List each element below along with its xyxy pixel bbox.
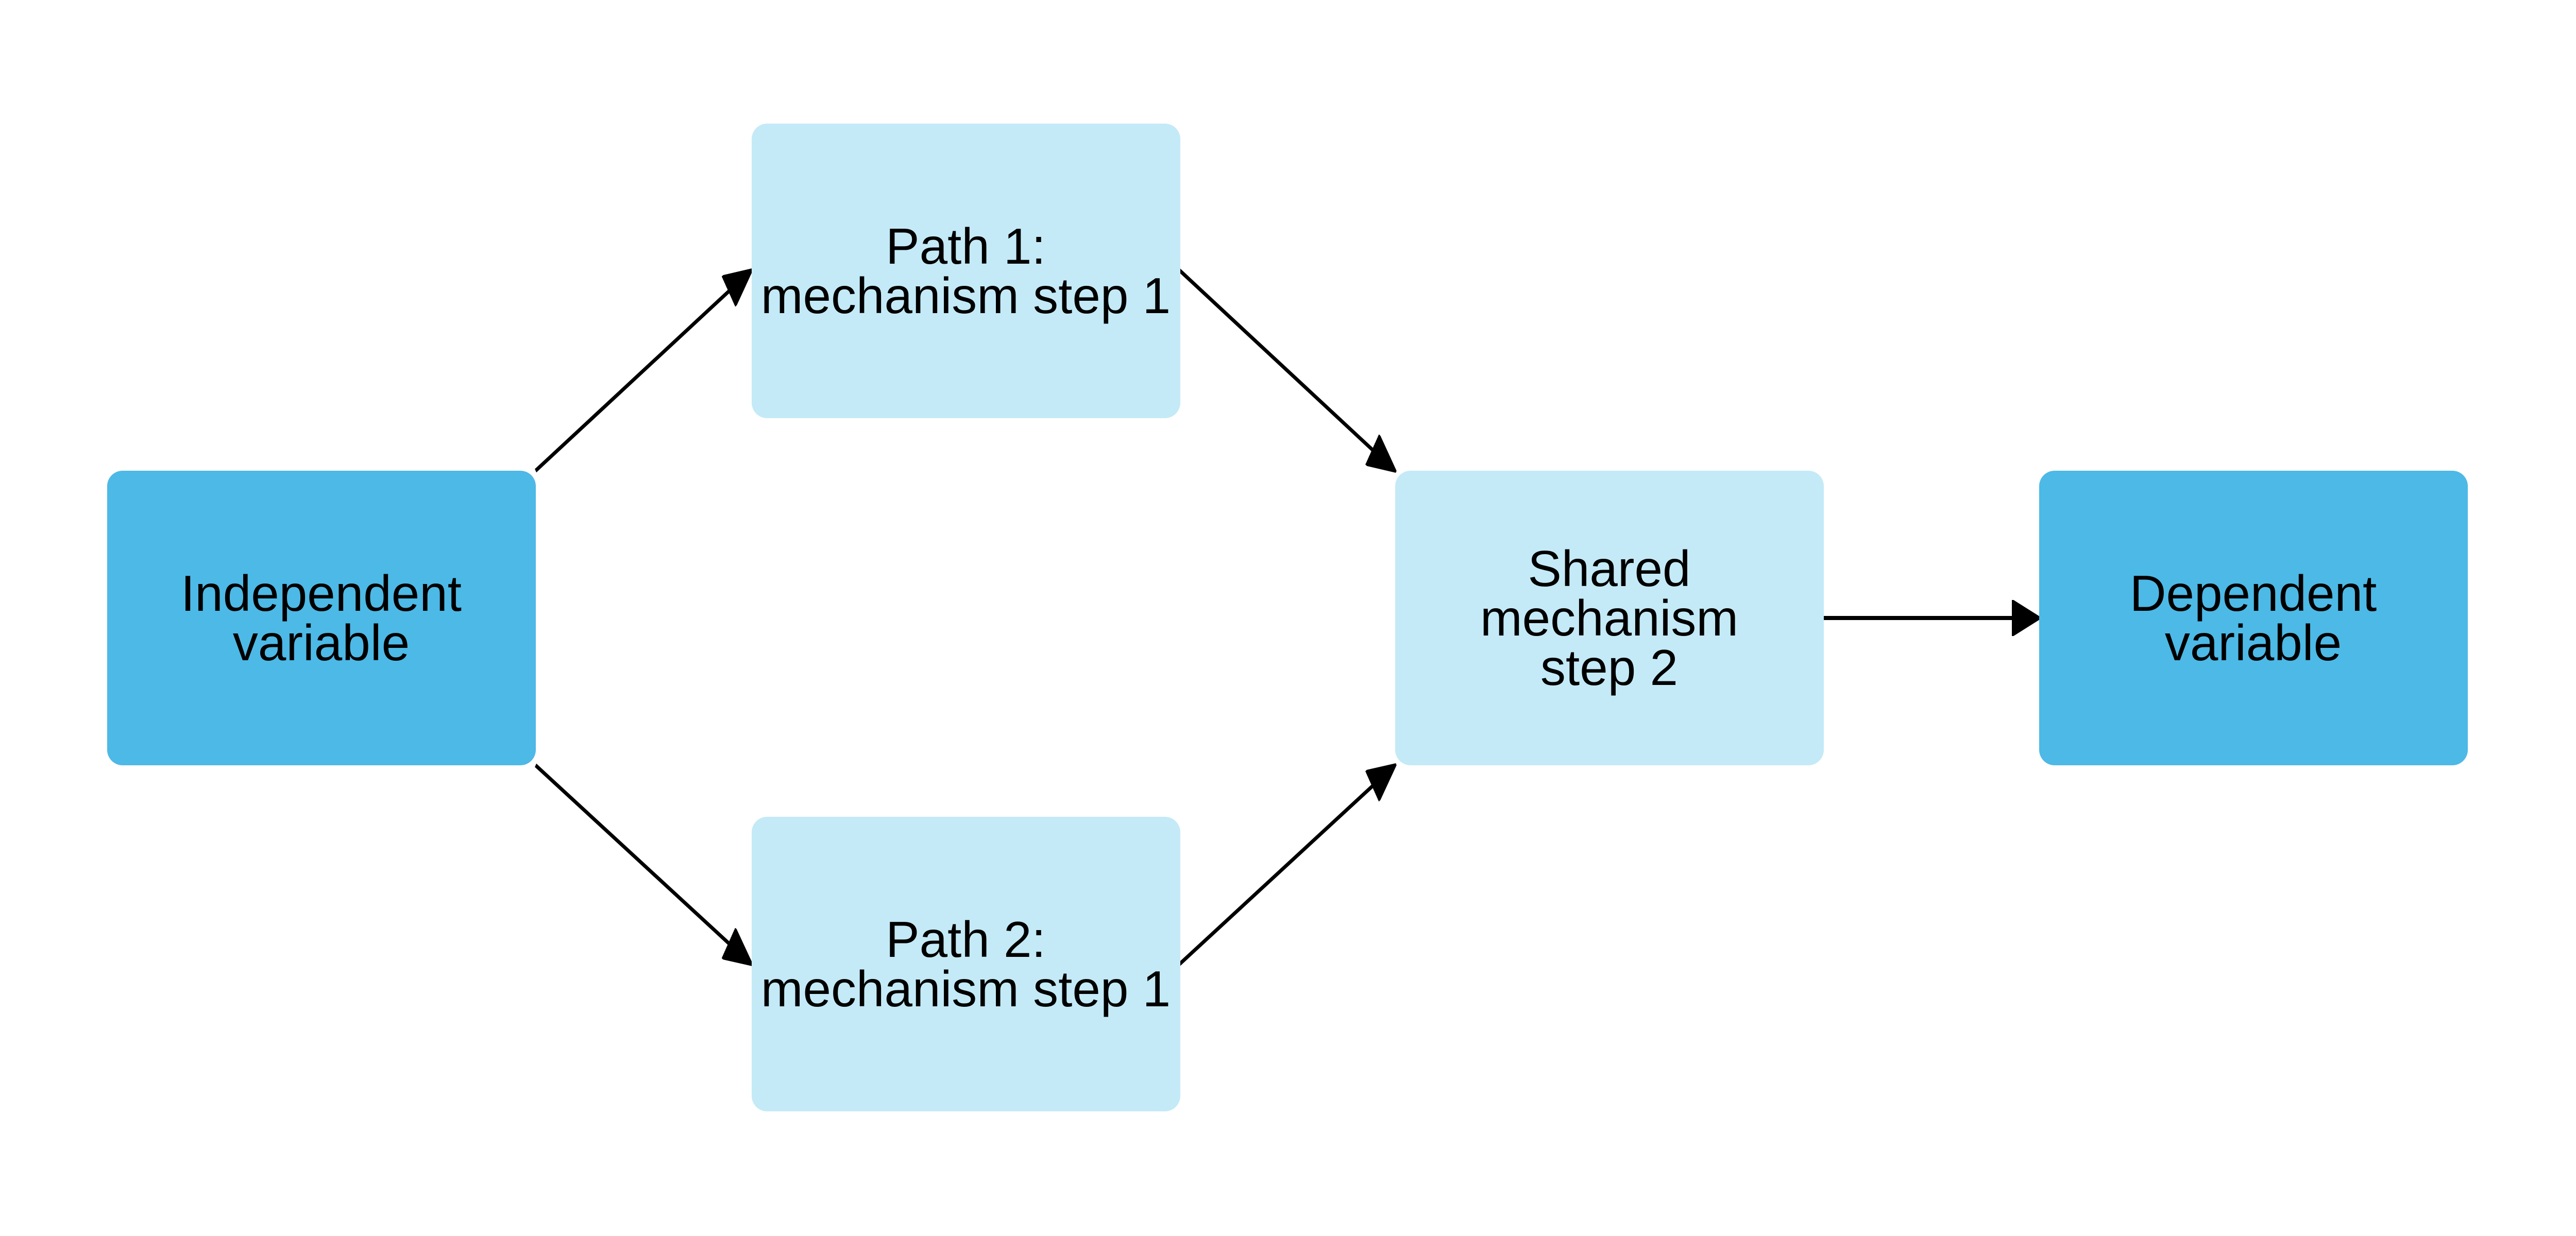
node-independent-variable: Independent variable <box>107 471 536 765</box>
node-label-line: step 2 <box>1540 639 1678 696</box>
edge-independent-to-path1 <box>535 270 752 473</box>
node-label-line: mechanism step 1 <box>760 960 1171 1017</box>
edge-independent-to-path2 <box>535 763 752 964</box>
node-label-line: Independent <box>181 565 462 622</box>
node-label-line: Shared mechanism <box>1480 540 1739 646</box>
node-label-line: mechanism step 1 <box>760 267 1171 324</box>
node-dependent-variable: Dependent variable <box>2039 471 2468 765</box>
node-label-line: variable <box>2164 614 2342 671</box>
node-label-line: Path 2: <box>886 911 1046 968</box>
node-path1-step1: Path 1: mechanism step 1 <box>751 124 1180 418</box>
node-shared-mechanism-step2: Shared mechanism step 2 <box>1395 471 1824 765</box>
node-label-line: Path 1: <box>886 218 1046 274</box>
node-path2-step1: Path 2: mechanism step 1 <box>751 817 1180 1111</box>
node-label-line: variable <box>232 614 410 671</box>
edge-path1-to-shared <box>1179 268 1395 471</box>
edge-path2-to-shared <box>1179 765 1395 966</box>
node-label-line: Dependent <box>2129 565 2377 622</box>
